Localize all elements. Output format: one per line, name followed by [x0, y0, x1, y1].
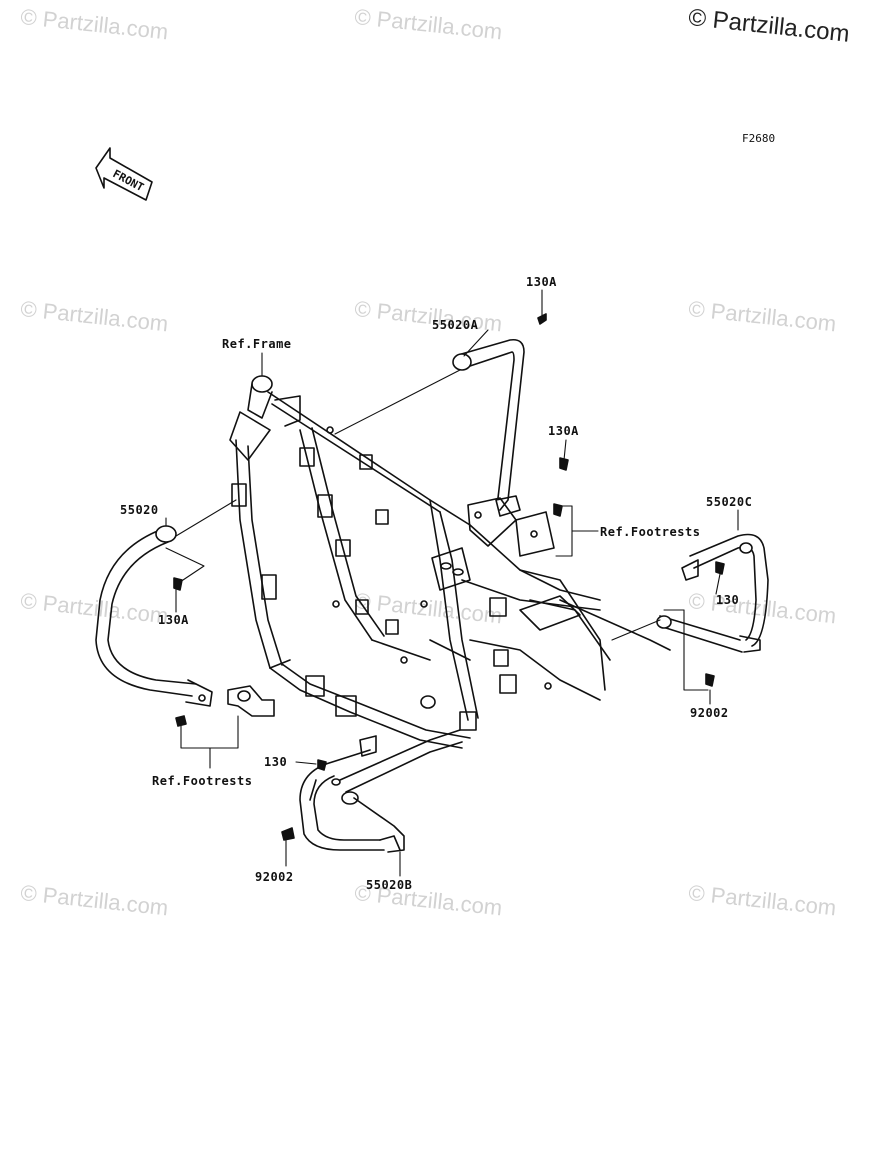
front-arrow-icon: FRONT — [95, 147, 153, 201]
left-footrest-bracket-drawing — [227, 685, 275, 717]
label-55020b: 55020B — [366, 878, 413, 892]
label-130a-top: 130A — [526, 275, 557, 289]
bolt-icon — [173, 313, 725, 841]
engine-guard-55020c-drawing — [656, 533, 769, 653]
label-130-lower: 130 — [264, 755, 288, 769]
label-55020c: 55020C — [706, 495, 753, 509]
engine-guard-55020b-drawing — [299, 729, 463, 853]
label-130-right: 130 — [716, 593, 740, 607]
motorcycle-frame-drawing — [229, 375, 671, 749]
leader-lines — [165, 289, 739, 877]
label-55020a: 55020A — [432, 318, 479, 332]
label-130a-left: 130A — [158, 613, 189, 627]
label-ref-footrests-left: Ref.Footrests — [152, 774, 253, 788]
label-130a-mid: 130A — [548, 424, 579, 438]
engine-guard-55020-drawing — [95, 525, 213, 707]
label-92002-right: 92002 — [690, 706, 729, 720]
label-ref-frame: Ref.Frame — [222, 337, 292, 351]
label-ref-footrests-right: Ref.Footrests — [600, 525, 701, 539]
figure-code: F2680 — [742, 132, 776, 145]
engine-guard-55020a-drawing — [452, 338, 525, 517]
label-55020: 55020 — [120, 503, 159, 517]
label-92002-left: 92002 — [255, 870, 294, 884]
